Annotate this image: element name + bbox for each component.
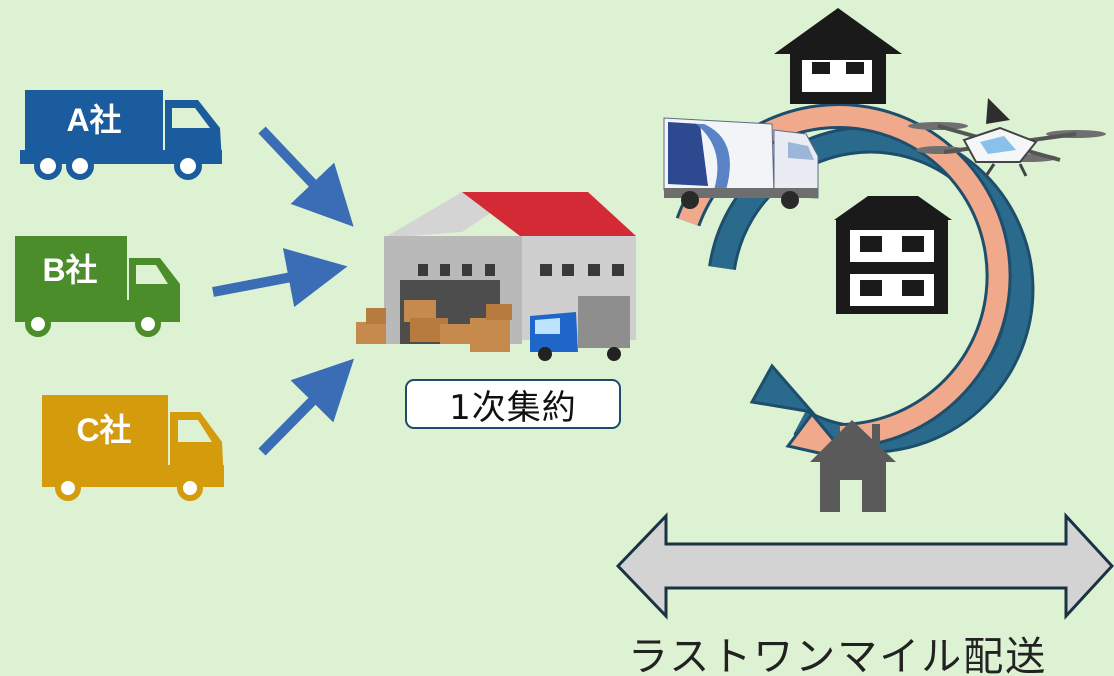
arrow-b	[212, 248, 348, 308]
arrow-c	[258, 358, 355, 456]
delivery-truck-icon	[663, 117, 819, 209]
apartment-icon	[834, 196, 952, 314]
truck-c-label: C社	[76, 412, 131, 448]
truck-c-icon: C社	[42, 395, 224, 501]
flow-arrows	[212, 126, 355, 456]
house-icon	[774, 8, 902, 104]
drone-icon	[908, 98, 1106, 177]
truck-b-label: B社	[42, 252, 97, 288]
arrow-a	[258, 126, 354, 227]
hub-label: 1次集約	[405, 379, 621, 429]
truck-a-label: A社	[66, 102, 121, 138]
truck-a-icon: A社	[20, 90, 222, 180]
range-arrow	[615, 512, 1114, 620]
truck-b-icon: B社	[15, 236, 180, 337]
small-house-icon	[810, 420, 896, 512]
delivery-caption: ラストワンマイル配送	[628, 634, 1048, 676]
warehouse-icon	[356, 192, 636, 361]
